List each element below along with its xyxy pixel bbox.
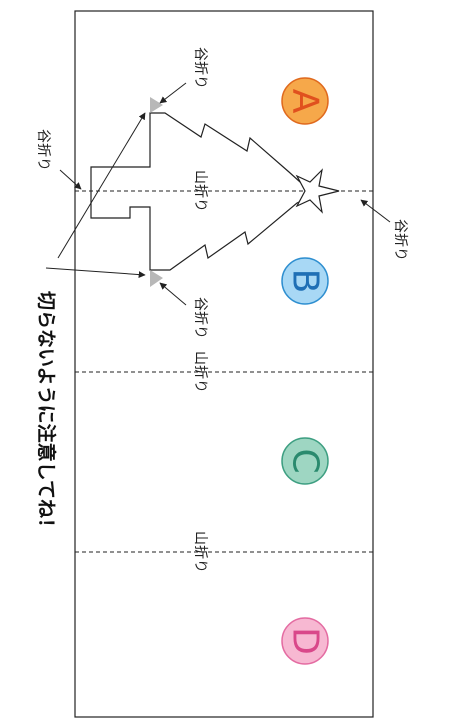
valley-fold-label-bottom: 谷折り (192, 297, 208, 339)
valley-fold-label-left: 谷折り (35, 129, 51, 171)
paper-sheet (74, 10, 374, 718)
panel-a-label: A (285, 89, 326, 114)
panel-a-circle: A (281, 77, 329, 125)
triangle-marker-bottom (150, 270, 163, 287)
arrow-valley-top-label (159, 82, 187, 104)
tree-cut-outline-top (90, 112, 323, 192)
arrow-valley-right-label (360, 199, 391, 223)
panel-c-circle: C (281, 437, 329, 485)
warning-text: 切らないように注意してね！ (35, 291, 58, 537)
tree-cut-outline-bottom (90, 190, 323, 271)
star-shape (295, 168, 340, 214)
arrow-valley-bottom-label (159, 282, 187, 306)
mountain-fold-label-bc: 山折り (192, 351, 208, 393)
panel-d-circle: D (281, 617, 329, 665)
panel-b-circle: B (281, 257, 329, 305)
panel-b-label: B (285, 269, 326, 294)
arrow-warning-to-bottom-marker (45, 267, 146, 279)
panel-c-label: C (285, 448, 326, 473)
triangle-marker-top (150, 97, 163, 113)
valley-fold-label-right: 谷折り (392, 219, 408, 261)
valley-fold-label-top: 谷折り (192, 47, 208, 89)
panel-d-label: D (285, 627, 326, 655)
arrow-valley-left-label (59, 169, 82, 190)
mountain-fold-label-center: 山折り (192, 170, 208, 212)
mountain-fold-label-cd: 山折り (192, 531, 208, 573)
arrow-warning-to-top-marker (57, 112, 146, 259)
